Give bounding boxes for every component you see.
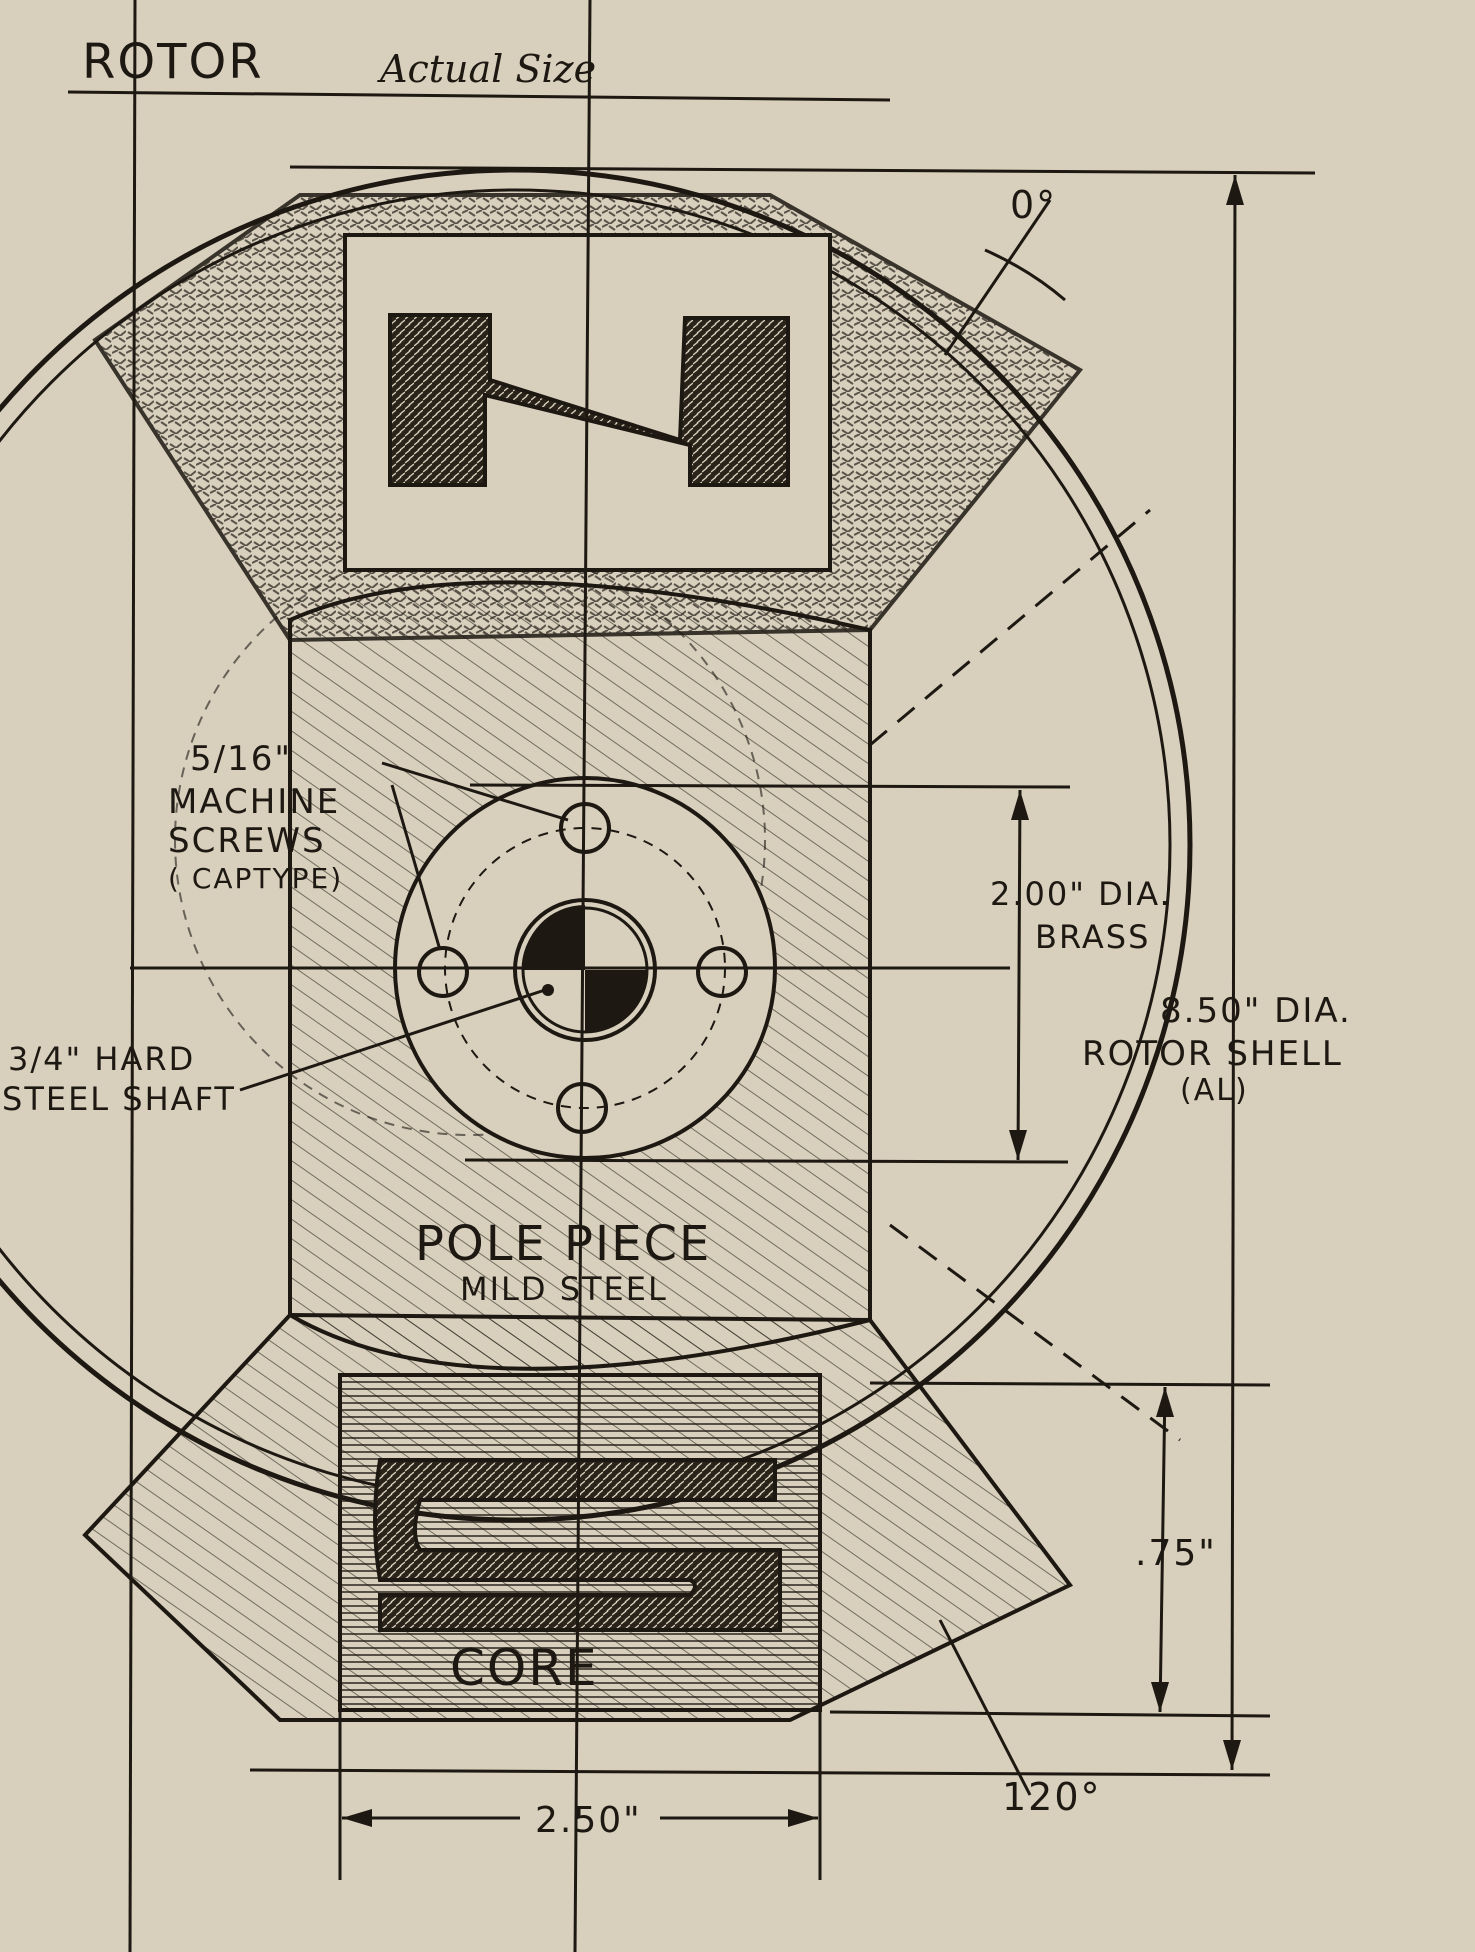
dim-line-bottom-ext xyxy=(249,1768,1271,1777)
label-screws-captype: ( CAPTYPE) xyxy=(168,862,343,895)
vertical-centerline xyxy=(573,0,592,1952)
label-shell-dia: 8.50" DIA. xyxy=(1160,991,1352,1031)
dim-200-ext-bottom xyxy=(464,1158,1069,1164)
label-dim-250: 2.50" xyxy=(535,1800,642,1841)
screw-hole-left xyxy=(417,946,469,998)
leader-screws-left xyxy=(390,784,442,951)
dashed-diagonal-upper xyxy=(869,508,1151,747)
label-screws-word: SCREWS xyxy=(168,821,326,861)
label-shell-material: (AL) xyxy=(1180,1073,1249,1108)
label-pole-piece: POLE PIECE xyxy=(415,1216,711,1272)
dim-200-arrow-top xyxy=(1011,790,1029,820)
shaft-center-dot xyxy=(542,984,554,996)
dim-850-line xyxy=(1230,174,1237,1771)
shaft xyxy=(521,906,649,1034)
label-screws-size: 5/16" xyxy=(190,739,292,779)
dim-850-arrow-bottom xyxy=(1223,1740,1241,1770)
label-shaft-size: 3/4" HARD xyxy=(8,1040,195,1078)
shaft-section-a xyxy=(522,905,585,970)
dim-250-arrow-right xyxy=(788,1809,818,1827)
north-coil-z xyxy=(388,313,790,487)
dim-200-line xyxy=(1016,789,1022,1161)
shaft-housing xyxy=(513,898,657,1042)
label-brass-dia: 2.00" DIA. xyxy=(990,875,1172,913)
left-frame-line xyxy=(128,0,137,1952)
screw-hole-right xyxy=(696,946,748,998)
shaft-section-b xyxy=(585,970,647,1032)
title-underline xyxy=(67,90,891,102)
leader-angle-top xyxy=(943,199,1052,356)
leader-shaft xyxy=(239,988,546,1092)
label-dim-75: .75" xyxy=(1135,1533,1217,1574)
dim-200-arrow-bottom xyxy=(1009,1130,1027,1160)
dim-850-arrow-top xyxy=(1226,175,1244,205)
label-pole-material: MILD STEEL xyxy=(460,1270,668,1308)
angle-arc-top xyxy=(984,248,1066,302)
label-core: CORE xyxy=(450,1639,599,1697)
leader-angle-bottom xyxy=(938,1619,1032,1796)
label-shell-name: ROTOR SHELL xyxy=(1082,1034,1343,1074)
dashed-diagonal-lower xyxy=(889,1223,1181,1442)
leader-screws-top xyxy=(381,761,569,822)
dim-line-top-ext xyxy=(289,165,1316,175)
dim-75-ext-bottom xyxy=(829,1710,1271,1718)
diagram-subtitle: Actual Size xyxy=(377,47,596,91)
label-shaft-material: STEEL SHAFT xyxy=(2,1080,236,1118)
dim-75-arrow-top xyxy=(1156,1387,1174,1417)
label-angle-top: 0° xyxy=(1010,183,1057,227)
label-angle-bottom: 120° xyxy=(1002,1775,1102,1819)
dim-75-line xyxy=(1158,1386,1167,1713)
dim-250-arrow-left xyxy=(342,1809,372,1827)
label-brass-material: BRASS xyxy=(1035,918,1150,956)
diagram-title: ROTOR xyxy=(82,34,264,90)
dim-75-ext-top xyxy=(869,1381,1271,1387)
label-screws-type: MACHINE xyxy=(168,782,340,822)
dim-200-ext-top xyxy=(469,783,1071,789)
dim-75-arrow-bottom xyxy=(1151,1682,1169,1712)
